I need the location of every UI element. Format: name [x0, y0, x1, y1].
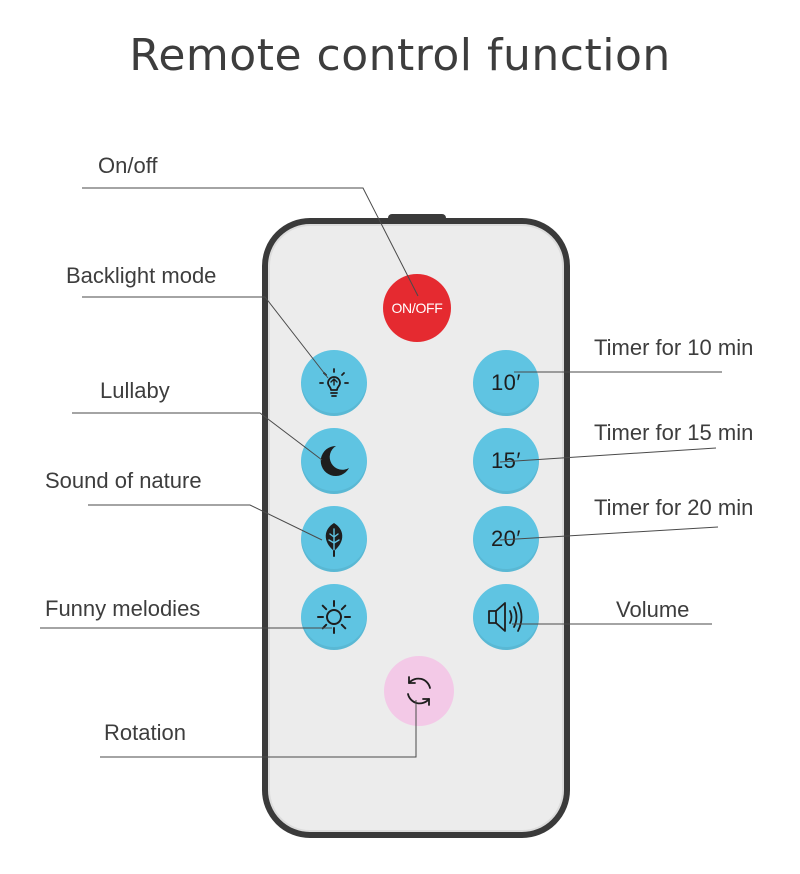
label-backlight-mode: Backlight mode: [66, 263, 217, 288]
timer-10-button[interactable]: 10′: [473, 350, 539, 416]
lightbulb-icon: [319, 368, 349, 397]
rotate-icon: [407, 676, 431, 706]
label-timer-10: Timer for 10 min: [594, 335, 754, 360]
rotation-button[interactable]: [384, 656, 454, 726]
label-lullaby: Lullaby: [100, 378, 170, 403]
page-title: Remote control function: [129, 30, 671, 81]
on-off-button-label: ON/OFF: [391, 300, 443, 316]
lullaby-button[interactable]: [301, 428, 367, 494]
label-timer-20: Timer for 20 min: [594, 495, 754, 520]
backlight-mode-button[interactable]: [301, 350, 367, 416]
timer-10-button-label: 10′: [490, 370, 522, 395]
timer-15-button[interactable]: 15′: [473, 428, 539, 494]
sun-icon: [317, 600, 351, 634]
label-funny-melodies: Funny melodies: [45, 596, 201, 621]
label-timer-15: Timer for 15 min: [594, 420, 754, 445]
sound-of-nature-button[interactable]: [301, 506, 367, 572]
timer-15-button-label: 15′: [490, 448, 522, 473]
label-rotation: Rotation: [104, 720, 186, 745]
on-off-button[interactable]: ON/OFF: [383, 274, 451, 342]
timer-20-button-label: 20′: [490, 526, 522, 551]
label-volume: Volume: [616, 597, 690, 622]
timer-20-button[interactable]: 20′: [473, 506, 539, 572]
leaf-icon: [325, 523, 343, 557]
moon-icon: [320, 445, 349, 476]
volume-button[interactable]: [473, 584, 539, 650]
label-sound-of-nature: Sound of nature: [45, 468, 202, 493]
label-on-off: On/off: [98, 153, 158, 178]
funny-melodies-button[interactable]: [301, 584, 367, 650]
speaker-icon: [488, 602, 523, 632]
